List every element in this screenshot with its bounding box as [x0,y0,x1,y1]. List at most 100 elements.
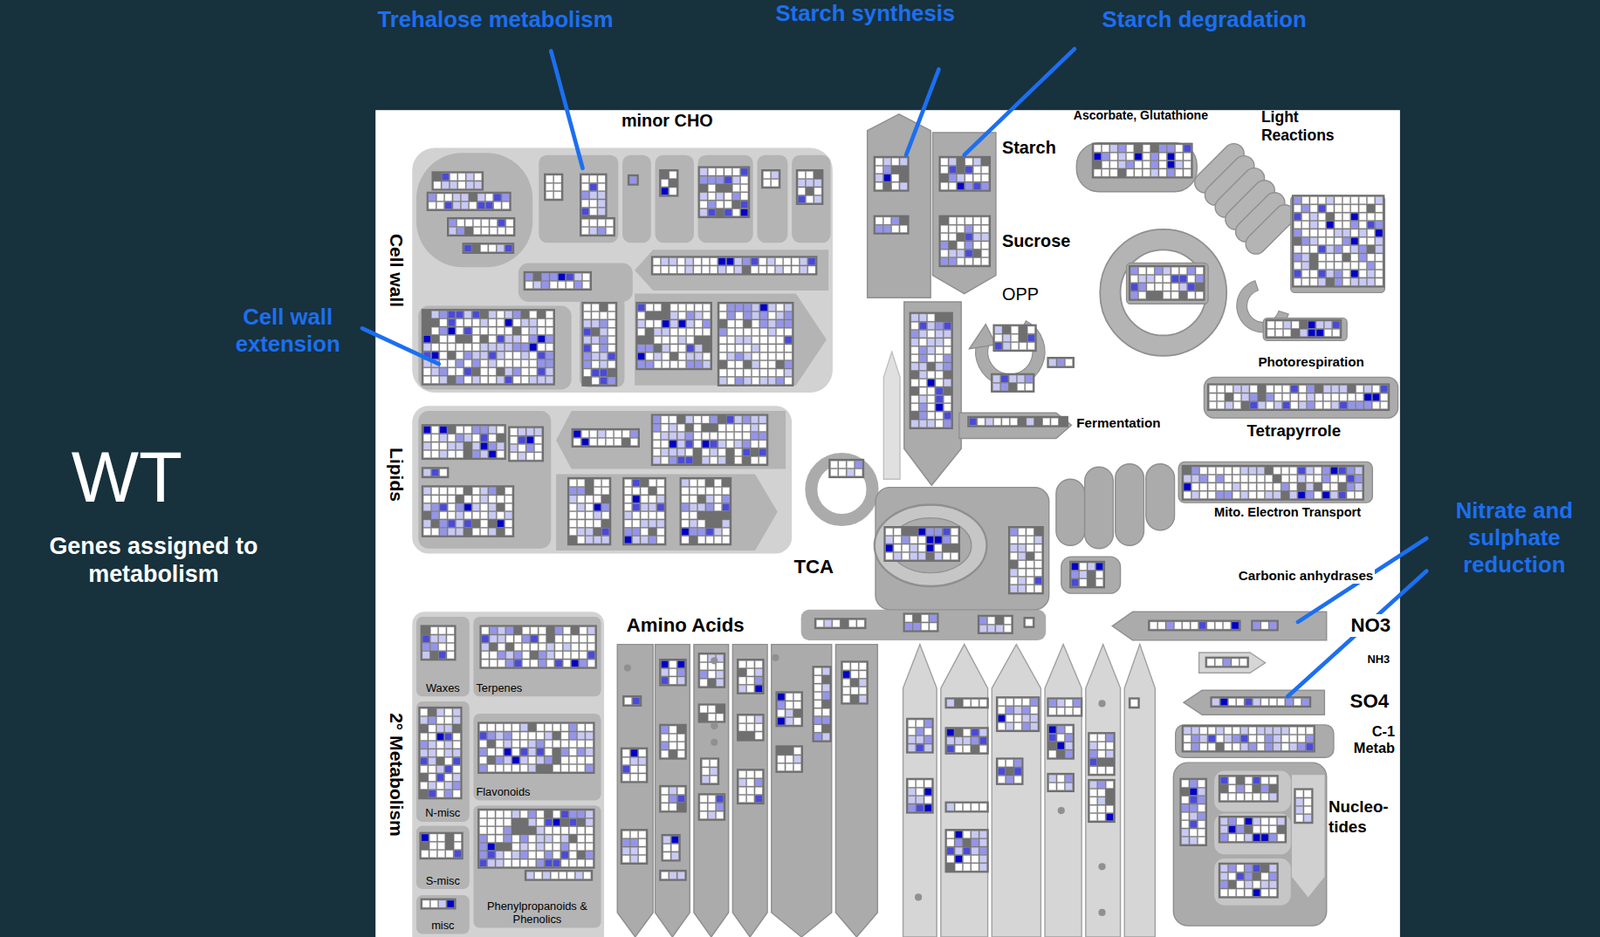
gene-cell [1215,727,1223,735]
gene-cell [495,764,503,772]
gene-cell [439,503,447,511]
gene-cell [791,258,799,266]
gene-cell [686,352,694,360]
gene-cell [653,352,661,360]
gene-cell [569,764,577,772]
gene-cell [806,195,814,203]
gene-cell [741,168,749,176]
gene-cell [632,503,640,511]
gene-cell [1236,834,1244,842]
gene-cell [934,552,942,560]
gene-cell [678,344,686,352]
pathway-shape [1115,464,1145,546]
pathway-arrow [1044,645,1082,937]
gene-cell [555,652,563,660]
gene-cell [883,174,891,182]
gene-cell [1323,385,1331,393]
gene-cell [583,303,591,311]
gene-cell [1018,585,1026,593]
gene-cell [942,552,950,560]
gene-cell [1284,329,1291,337]
gene-cell [934,528,942,536]
gene-cell [602,479,610,487]
gene-cell [1290,735,1298,743]
gene-cell [495,827,503,835]
pathway-arrow [940,645,989,937]
gene-cell [1181,812,1189,820]
pathway-shape [473,617,601,697]
gene-cell [1366,212,1374,220]
gene-cell [935,370,943,378]
gene-cell [1318,261,1326,269]
gene-cell [1302,212,1310,220]
gene-cell [911,379,919,387]
gene-cell [940,165,948,173]
gene-grid [938,156,991,193]
gene-cell [689,495,697,503]
gene-cell [1189,829,1197,837]
gene-cell [474,173,482,181]
gene-cell [750,424,758,432]
gene-cell [719,377,727,385]
gene-cell [1010,334,1018,342]
gene-cell [677,440,685,448]
gene-cell [561,827,569,835]
gene-cell [428,749,436,757]
gene-cell [752,377,760,385]
gene-cell [846,469,854,477]
gene-cell [965,249,973,257]
gene-cell [776,369,784,377]
gene-cell [430,643,438,651]
gene-cell [1351,205,1359,213]
gene-cell [1342,229,1350,237]
gene-cell [1158,622,1166,630]
gene-cell [1284,321,1291,329]
gene-cell [496,376,504,384]
gene-cell [1269,865,1277,873]
gene-cell [1296,798,1304,806]
gene-cell [927,404,935,412]
gene-cell [1223,622,1231,630]
gene-cell [760,352,768,360]
gene-cell [1224,466,1232,474]
gene-cell [429,851,437,859]
gene-cell [784,336,792,344]
gene-cell [1261,889,1269,897]
gene-cell [1282,393,1290,401]
gene-cell [1191,735,1199,743]
gene-cell [722,487,730,495]
gene-cell [686,303,694,311]
gene-cell [714,487,722,495]
gene-cell [973,217,981,225]
gene-cell [1200,483,1208,491]
gene-cell [1224,743,1232,751]
gene-cell [1220,777,1228,785]
gene-cell [638,361,646,369]
gene-cell [1232,475,1240,483]
gene-cell [479,764,487,772]
gene-cell [657,536,665,544]
gene-cell [1326,261,1334,269]
gene-cell [579,635,587,643]
gene-cell [919,363,927,371]
gene-cell [693,432,701,440]
gene-cell [726,440,734,448]
gene-cell [693,258,701,266]
gene-grid [426,192,512,212]
gene-cell [648,536,656,544]
gene-cell [1298,385,1306,393]
gene-grid [1069,561,1106,590]
gene-cell [555,635,563,643]
gene-cell [911,395,919,403]
gene-cell [464,376,472,384]
gene-cell [1334,270,1342,278]
gene-cell [469,201,477,209]
gene-cell [1293,699,1301,707]
gene-cell [537,319,545,327]
gene-cell [577,748,585,756]
gene-cell [1244,785,1252,793]
gene-cell [526,436,534,444]
gene-cell [480,451,488,459]
gene-cell [981,258,989,266]
pathway-shape [1214,858,1291,907]
